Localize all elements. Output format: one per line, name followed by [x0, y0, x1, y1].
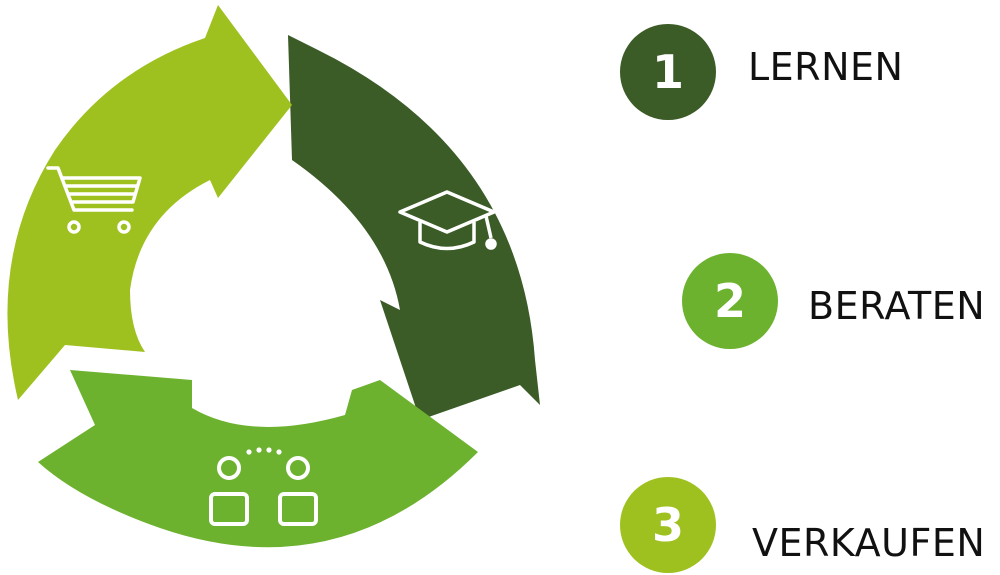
step-2-label: BERATEN — [808, 284, 986, 328]
consultation-people-icon — [209, 447, 318, 526]
beraten-arrow — [38, 370, 478, 548]
verkaufen-arrow — [7, 5, 292, 400]
shopping-cart-icon — [46, 166, 142, 234]
step-2-circle: 2 — [682, 253, 778, 349]
step-1-circle: 1 — [620, 24, 716, 120]
step-3-label: VERKAUFEN — [752, 521, 986, 565]
cycle-diagram — [7, 5, 540, 548]
lernen-arrow — [288, 35, 540, 420]
step-3-circle: 3 — [620, 477, 716, 573]
step-2-number: 2 — [713, 274, 746, 328]
step-1-number: 1 — [651, 45, 684, 99]
step-3-number: 3 — [651, 498, 684, 552]
graduation-cap-icon — [398, 190, 497, 251]
step-1-label: LERNEN — [748, 45, 904, 89]
